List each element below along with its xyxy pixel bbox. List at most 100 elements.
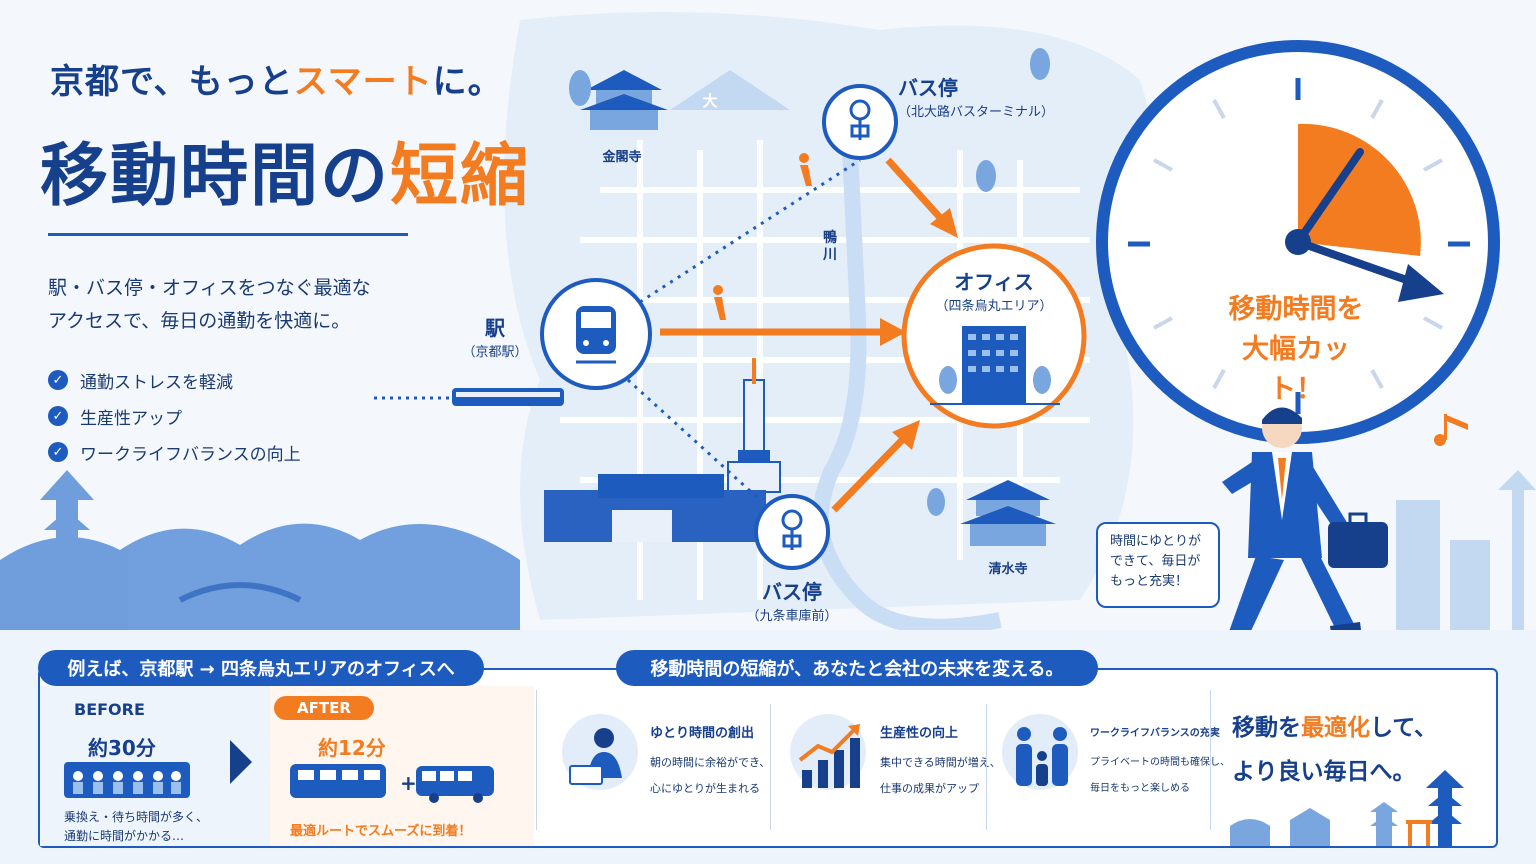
bridge: [178, 582, 302, 603]
family-icon: [1016, 727, 1068, 786]
closing-pre: 移動を: [1232, 715, 1301, 741]
check-label: 通勤ストレスを軽減: [80, 372, 233, 393]
crowded-train-icon: [64, 762, 190, 798]
right-skyline: [1396, 470, 1536, 630]
kinkakuji-label: 金閣寺: [602, 150, 642, 165]
walk-route-north: [639, 158, 861, 304]
hero-title-main: 移動時間の: [40, 137, 391, 216]
benefit-body-line-1: プライベートの時間も確保し、: [1090, 757, 1230, 768]
businessman-illustration: [1206, 407, 1388, 652]
station-label: 駅 （京都駅）: [440, 312, 550, 360]
bus-stop-south-node: [754, 494, 830, 570]
bubble-line-2: できて、毎日が: [1110, 554, 1201, 569]
growth-chart-icon: [798, 724, 860, 788]
before-note: 乗換え・待ち時間が多く、 通勤に時間がかかる…: [64, 808, 208, 846]
lead-line-2: アクセスで、毎日の通勤を快適に。: [48, 310, 351, 332]
divider: [770, 704, 771, 830]
closing-message: 移動を最適化して、 より良い毎日へ。: [1232, 706, 1437, 794]
route-arrows: [660, 157, 958, 513]
music-note-icon: [1434, 414, 1468, 446]
benefit-title: 生産性の向上: [880, 726, 959, 741]
benefit-body-line-2: 心にゆとりが生まれる: [650, 782, 760, 795]
before-value: 約30分: [88, 736, 156, 760]
future-tag: 移動時間の短縮が、あなたと会社の未来を変える。: [616, 650, 1098, 686]
after-value: 約12分: [318, 736, 386, 760]
title-divider: [48, 233, 408, 236]
mountain: [670, 70, 790, 110]
svg-text:+: +: [400, 771, 417, 795]
clock-caption-line-1: 移動時間を: [1228, 294, 1364, 325]
benefit-body: 集中できる時間が増え、 仕事の成果がアップ: [880, 750, 1001, 802]
map-area: [504, 12, 1156, 620]
office-name: オフィス: [954, 270, 1034, 294]
lead-text: 駅・バス停・オフィスをつなぐ最適な アクセスで、毎日の通勤を快適に。: [48, 272, 448, 338]
bubble-line-1: 時間にゆとりが: [1110, 534, 1202, 549]
bus-south-name: バス停: [762, 580, 822, 604]
example-tag: 例えば、京都駅 → 四条烏丸エリアのオフィスへ: [38, 650, 484, 686]
check-icon: ✓: [48, 370, 68, 390]
walker-icon: [713, 153, 812, 320]
hero-subtitle-post: に。: [432, 62, 503, 102]
hero-title-accent: 短縮: [390, 137, 531, 216]
station-node: [540, 278, 652, 390]
kinkakuji-illustration: [580, 70, 668, 130]
benefit-body-line-2: 毎日をもっと楽しめる: [1090, 783, 1190, 794]
tree-icon: [569, 48, 1051, 516]
closing-post: して、: [1370, 715, 1438, 741]
speech-bubble: 時間にゆとりが できて、毎日が もっと充実！: [1096, 522, 1220, 608]
bus-north-name: バス停: [898, 76, 958, 100]
after-label: AFTER: [274, 696, 374, 720]
kiyomizu-label: 清水寺: [988, 562, 1028, 577]
closing-accent: 最適化: [1301, 715, 1370, 741]
chevron-right-icon: [230, 740, 252, 784]
kyoto-station-building: [544, 474, 766, 542]
station-sub: （京都駅）: [462, 345, 528, 360]
clock-illustration: [1096, 40, 1500, 444]
train-illustration: [374, 388, 564, 406]
check-label: 生産性アップ: [80, 408, 182, 429]
kyoto-tower-illustration: [727, 358, 781, 493]
benefit-body-line-1: 集中できる時間が増え、: [880, 756, 1001, 769]
divider: [536, 690, 537, 830]
bus-north-sub: （北大路バスターミナル）: [898, 105, 1055, 120]
lead-line-1: 駅・バス停・オフィスをつなぐ最適な: [48, 277, 371, 299]
check-item: ✓ 通勤ストレスを軽減: [48, 362, 301, 398]
hero-title: 移動時間の短縮: [40, 120, 530, 219]
before-note-line-2: 通勤に時間がかかる…: [64, 829, 185, 843]
check-icon: ✓: [48, 442, 68, 462]
kiyomizu-illustration: [960, 480, 1056, 546]
before-note-line-1: 乗換え・待ち時間が多く、: [64, 810, 209, 824]
clock-caption: 移動時間を 大幅カット！: [1216, 290, 1376, 410]
river-label: 鴨川: [823, 230, 837, 263]
benefit-body: 朝の時間に余裕ができ、 心にゆとりが生まれる: [650, 750, 770, 802]
closing-line-2: より良い毎日へ。: [1232, 759, 1416, 785]
bubble-line-3: もっと充実！: [1110, 574, 1189, 589]
benefit-title: ゆとり時間の創出: [650, 726, 755, 741]
benefit-body-line-2: 仕事の成果がアップ: [880, 782, 979, 795]
train-and-bus-icon: +: [290, 764, 494, 803]
temple-skyline: [1230, 770, 1464, 846]
bus-south-label: バス停 （九条車庫前）: [732, 576, 852, 624]
divider: [1210, 690, 1211, 830]
benefit-title: ワークライフバランスの充実: [1090, 728, 1220, 739]
mountain-mark: 大: [702, 92, 718, 110]
before-label: BEFORE: [74, 700, 145, 719]
office-label: オフィス （四条烏丸エリア）: [924, 266, 1064, 314]
check-list: ✓ 通勤ストレスを軽減 ✓生産性アップ ✓ ワークライフバランスの向上: [48, 362, 301, 470]
clock-caption-line-2: 大幅カット！: [1242, 334, 1350, 405]
check-item: ✓ ワークライフバランスの向上: [48, 434, 301, 470]
bus-stop-north-node: [822, 84, 898, 160]
office-sub: （四条烏丸エリア）: [935, 299, 1053, 314]
check-label: ワークライフバランスの向上: [80, 444, 301, 465]
walk-route-south: [626, 378, 762, 502]
bus-south-sub: （九条車庫前）: [746, 609, 838, 624]
bus-north-label: バス停 （北大路バスターミナル）: [898, 72, 1055, 120]
hero-subtitle-accent: スマート: [293, 62, 433, 102]
benefit-body-line-1: 朝の時間に余裕ができ、: [650, 756, 771, 769]
after-note: 最適ルートでスムーズに到着！: [290, 824, 472, 839]
hero-subtitle: 京都で、もっとスマートに。: [50, 54, 503, 103]
hero-subtitle-pre: 京都で、もっと: [50, 62, 294, 102]
station-name: 駅: [485, 316, 505, 340]
left-skyline: [0, 470, 520, 630]
check-item: ✓生産性アップ: [48, 398, 301, 434]
